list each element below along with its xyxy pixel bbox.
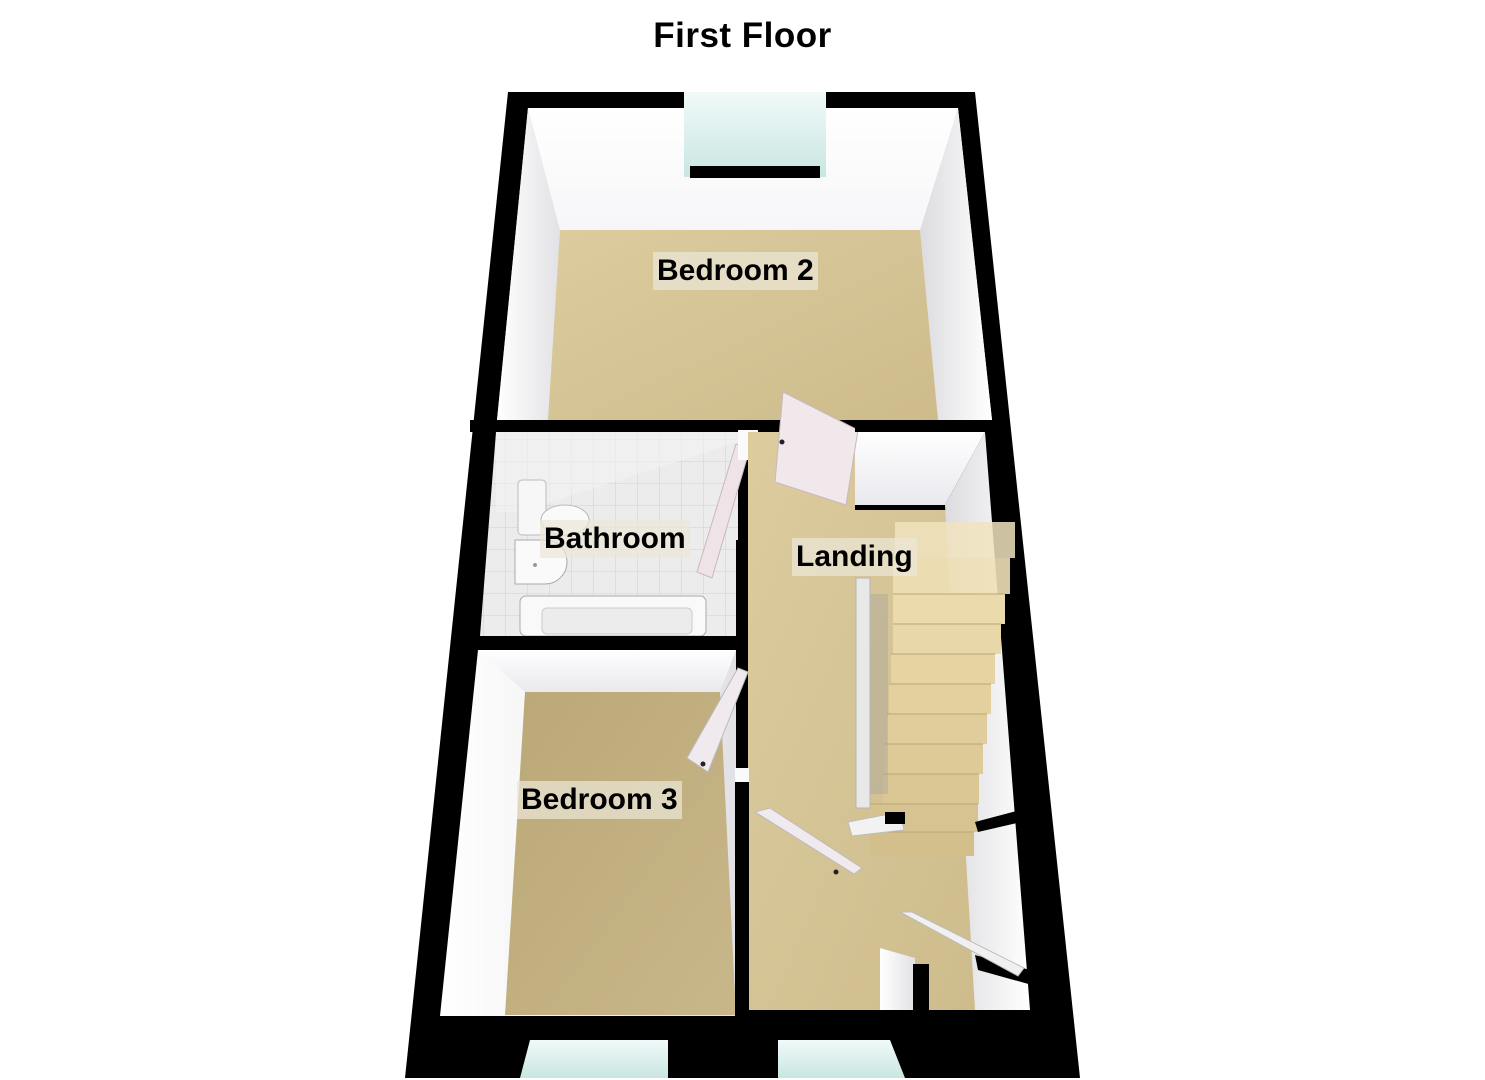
floor-title: First Floor (653, 16, 832, 55)
window-bottom-left (520, 1025, 676, 1078)
room-bedroom-3 (440, 650, 905, 1078)
cupboard-door[interactable] (899, 911, 1025, 977)
banister (855, 577, 871, 809)
bedroom-1-door[interactable] (753, 807, 863, 875)
room-label-bedroom-2: Bedroom 2 (653, 252, 818, 290)
bedroom-2-door[interactable] (774, 391, 859, 506)
bedroom-3-door[interactable] (686, 667, 749, 773)
window-top (684, 92, 826, 178)
room-landing (748, 391, 1032, 1044)
staircase (847, 522, 1015, 856)
bath-icon (519, 595, 707, 637)
room-label-landing: Landing (792, 538, 917, 576)
room-bedroom-2 (497, 92, 992, 420)
window-bottom-right (775, 1025, 905, 1078)
room-label-bedroom-3: Bedroom 3 (517, 781, 682, 819)
room-label-bathroom: Bathroom (540, 520, 690, 558)
